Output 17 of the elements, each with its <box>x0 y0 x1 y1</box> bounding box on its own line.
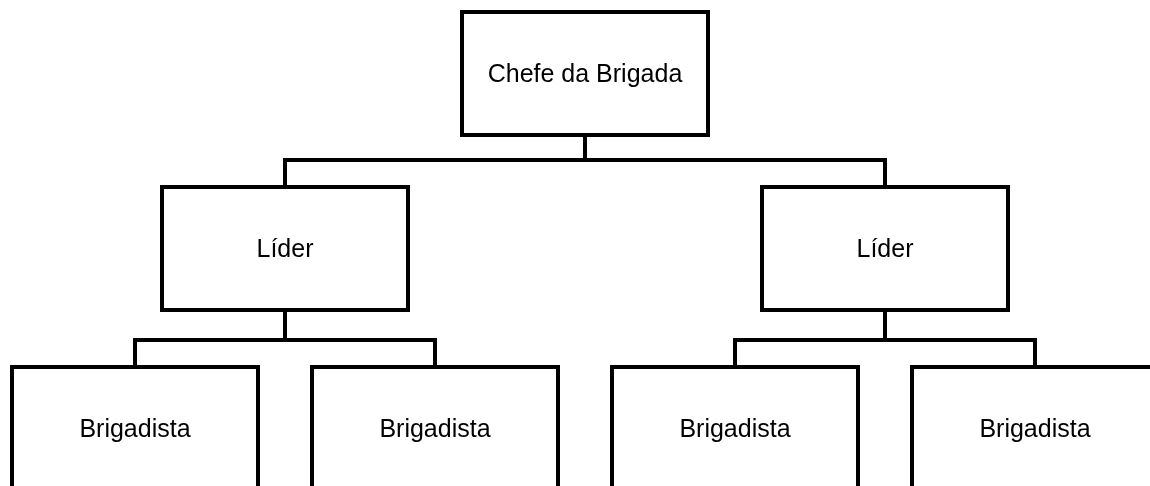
connector-line <box>883 310 1037 367</box>
box-label: Líder <box>255 233 315 265</box>
org-chart-box <box>10 365 260 486</box>
box-label: Brigadista <box>978 412 1092 444</box>
org-chart-box <box>160 185 410 312</box>
org-chart-box <box>460 10 710 137</box>
connector-line <box>283 310 437 367</box>
box-label: Brigadista <box>678 412 792 444</box>
box-label: Brigadista <box>78 412 192 444</box>
connector-line <box>583 135 887 187</box>
org-chart-box <box>910 365 1150 486</box>
box-label: Brigadista <box>378 412 492 444</box>
box-label: Chefe da Brigada <box>486 58 684 90</box>
org-chart-box <box>610 365 860 486</box>
box-label: Líder <box>855 233 915 265</box>
org-chart-box <box>310 365 560 486</box>
org-chart-box <box>760 185 1010 312</box>
